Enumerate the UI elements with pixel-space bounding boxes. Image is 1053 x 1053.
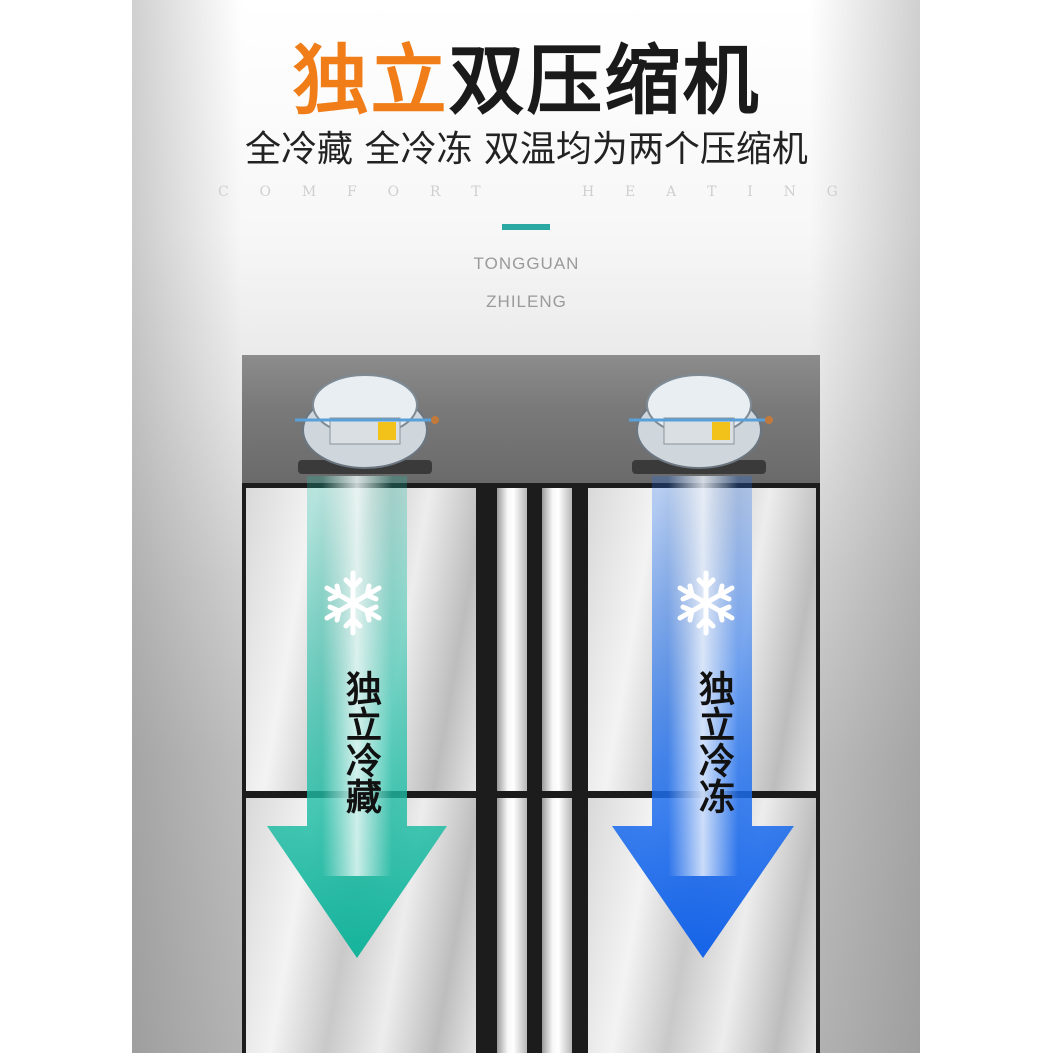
brand-line-1: TONGGUAN bbox=[473, 254, 580, 273]
comfort-letter: R bbox=[429, 184, 441, 200]
handle-bottom-left bbox=[497, 798, 527, 1053]
accent-divider bbox=[502, 224, 550, 230]
comfort-letter: O bbox=[259, 184, 272, 200]
comfort-letter bbox=[511, 184, 515, 200]
comfort-letter: E bbox=[625, 184, 636, 200]
snowflake-icon-left bbox=[324, 570, 382, 636]
comfort-letter: F bbox=[347, 184, 357, 200]
title-rest: 双压缩机 bbox=[448, 36, 761, 125]
comfort-letter: G bbox=[826, 184, 838, 200]
arrow-down-icon-left bbox=[267, 476, 447, 958]
comfort-letter: C bbox=[218, 184, 229, 200]
page-subtitle: 全冷藏 全冷冻 双温均为两个压缩机 bbox=[245, 129, 808, 170]
comfort-letter: N bbox=[783, 184, 796, 200]
handle-bottom-right bbox=[542, 798, 572, 1053]
comfort-letter: T bbox=[471, 184, 481, 200]
left-compressor-icon bbox=[295, 374, 439, 474]
right-compressor-icon bbox=[629, 374, 773, 474]
comfort-letter: A bbox=[666, 184, 677, 200]
comfort-letter: T bbox=[707, 184, 717, 200]
handle-top-right bbox=[542, 488, 572, 791]
page-title: 独立双压缩机 bbox=[0, 36, 1053, 126]
comfort-letter bbox=[547, 184, 551, 200]
handle-top-left bbox=[497, 488, 527, 791]
comfort-letter: H bbox=[582, 184, 595, 200]
brand-line-2: ZHILENG bbox=[486, 292, 567, 311]
title-accent: 独立 bbox=[292, 36, 449, 125]
comfort-letter: O bbox=[387, 184, 400, 200]
left-zone-label: 独立冷藏 bbox=[340, 670, 381, 814]
snowflake-icon-right bbox=[677, 570, 735, 636]
arrow-down-icon-right bbox=[612, 476, 794, 958]
comfort-letter: M bbox=[301, 184, 317, 200]
comfort-letter: I bbox=[747, 184, 753, 200]
right-zone-label: 独立冷冻 bbox=[693, 670, 734, 814]
